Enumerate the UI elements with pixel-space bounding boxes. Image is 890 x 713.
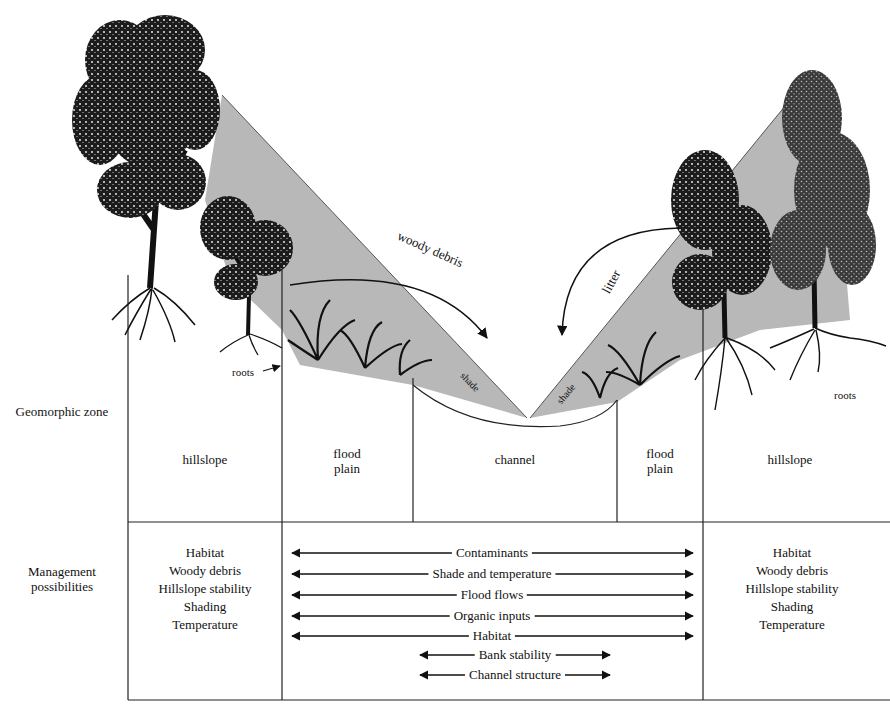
- management-item: Woody debris: [169, 564, 241, 579]
- zone-label: hillslope: [768, 453, 813, 468]
- arrow-label: Channel structure: [465, 668, 565, 683]
- tree: [770, 70, 876, 328]
- management-item: Habitat: [186, 546, 224, 561]
- channel-bed: [413, 385, 617, 427]
- arrow-label: Bank stability: [475, 648, 556, 663]
- zone-label: channel: [495, 453, 535, 468]
- part-label: roots: [834, 389, 856, 402]
- management-item: Shading: [184, 600, 227, 615]
- row-heading: Management possibilities: [6, 565, 118, 595]
- arrow-label: Flood flows: [457, 588, 527, 603]
- tree: [72, 15, 220, 342]
- management-item: Temperature: [759, 618, 825, 633]
- tree: [671, 150, 772, 338]
- leader-line: [263, 366, 280, 371]
- zone-label: hillslope: [183, 453, 228, 468]
- management-item: Woody debris: [756, 564, 828, 579]
- zone-label: flood plain: [635, 447, 685, 477]
- arrow-label: Shade and temperature: [428, 567, 555, 582]
- part-label: shade: [552, 379, 581, 410]
- zone-label: flood plain: [322, 447, 372, 477]
- arrow-label: Habitat: [469, 629, 515, 644]
- part-label: shade: [455, 367, 485, 397]
- fern: [288, 300, 680, 398]
- management-item: Hillslope stability: [746, 582, 839, 597]
- arrow-label: Organic inputs: [450, 609, 535, 624]
- flow-arrow: [290, 280, 487, 338]
- flow-arrow: [562, 228, 680, 335]
- management-item: Shading: [771, 600, 814, 615]
- slope-shading: [205, 78, 850, 418]
- arrow-label: litter: [600, 268, 625, 297]
- part-label: roots: [232, 366, 254, 379]
- roots: [695, 328, 886, 410]
- table-lines: [128, 270, 890, 700]
- tree: [200, 196, 293, 355]
- management-item: Temperature: [172, 618, 238, 633]
- arrow-label: Contaminants: [452, 546, 532, 561]
- management-item: Habitat: [773, 546, 811, 561]
- arrow-label: woody debris: [395, 229, 465, 271]
- management-arrows: [292, 553, 693, 675]
- row-heading: Geomorphic zone: [12, 405, 112, 420]
- management-item: Hillslope stability: [159, 582, 252, 597]
